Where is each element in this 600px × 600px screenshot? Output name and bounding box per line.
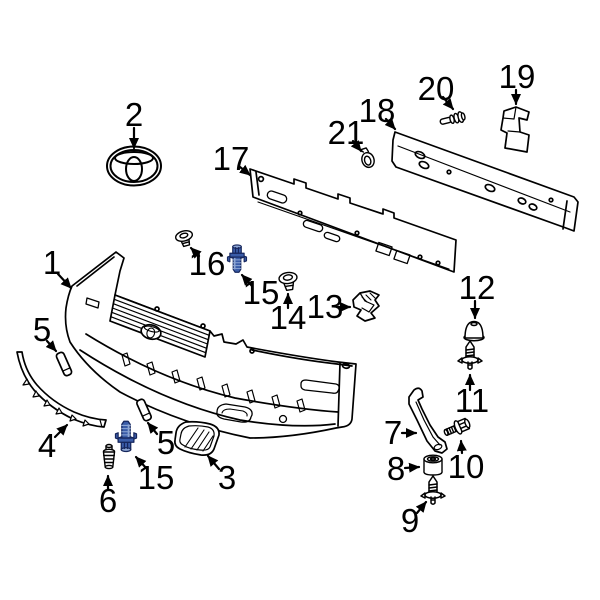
- callout-15-lower-label: 15: [138, 459, 175, 496]
- callout-6: 6: [99, 474, 117, 519]
- callout-20-arrow: [441, 95, 455, 111]
- callout-10-label: 10: [448, 448, 485, 485]
- callout-5-center: 5: [146, 421, 175, 461]
- part-13-bracket: [352, 290, 380, 322]
- part-19-bracket: [500, 106, 530, 153]
- callout-21-arrow: [350, 139, 363, 153]
- callout-19: 19: [499, 58, 536, 106]
- callout-12: 12: [459, 269, 496, 320]
- callout-2-label: 2: [125, 96, 143, 133]
- part-10-bolt: [443, 417, 471, 436]
- callout-13-label: 13: [307, 288, 344, 325]
- callout-21: 21: [328, 114, 365, 153]
- callout-15-upper-arrow: [240, 273, 254, 288]
- callout-8: 8: [387, 450, 421, 487]
- callout-14-label: 14: [270, 299, 307, 336]
- part-15-bolt-highlighted-lower: [114, 420, 138, 453]
- callout-15-lower: 15: [134, 455, 175, 496]
- callout-5-left: 5: [33, 311, 58, 353]
- callout-9-label: 9: [401, 502, 419, 539]
- callout-3-label: 3: [218, 459, 236, 496]
- part-21-clip: [359, 147, 375, 169]
- callout-15-lower-arrow: [134, 455, 149, 471]
- callout-10-arrow: [456, 439, 467, 455]
- part-11-screw: [457, 340, 483, 371]
- part-17-impact-absorber: [249, 168, 457, 273]
- part-9-screw: [420, 475, 446, 506]
- part-7-side-bracket: [408, 387, 448, 454]
- callout-3: 3: [206, 454, 236, 496]
- part-20-pin: [439, 111, 466, 125]
- callout-4-arrow: [53, 423, 69, 439]
- callout-18: 18: [359, 92, 397, 131]
- part-3-fog-lamp-cover: [174, 420, 220, 456]
- callout-7-label: 7: [384, 414, 402, 451]
- callout-8-arrow: [403, 462, 421, 473]
- callout-12-label: 12: [459, 269, 496, 306]
- callout-14: 14: [270, 292, 307, 336]
- part-16-clip: [174, 229, 194, 248]
- grille-emblem: [140, 323, 162, 341]
- part-4-air-dam: [16, 351, 107, 428]
- callout-4: 4: [38, 423, 69, 464]
- callout-17-label: 17: [213, 140, 250, 177]
- part-18-reinforcement-bar: [391, 131, 579, 232]
- part-5-pad-center: [135, 398, 153, 422]
- callout-5-left-arrow: [45, 339, 58, 353]
- callout-11-label: 11: [455, 382, 489, 419]
- callout-3-arrow: [206, 454, 221, 471]
- callout-9: 9: [401, 500, 428, 539]
- callout-6-label: 6: [99, 482, 117, 519]
- part-14-clip: [278, 271, 298, 292]
- callout-15-upper-label: 15: [243, 274, 280, 311]
- part-15-bolt-highlighted-upper: [226, 244, 248, 274]
- callout-15-upper: 15: [240, 273, 280, 311]
- callout-20: 20: [418, 70, 455, 111]
- callout-11: 11: [455, 373, 489, 419]
- callout-20-label: 20: [418, 70, 455, 107]
- callout-5-center-arrow: [146, 421, 159, 436]
- callout-13: 13: [307, 288, 352, 325]
- part-2-emblem: [106, 145, 162, 187]
- part-8-grommet: [423, 454, 443, 476]
- callout-17: 17: [213, 140, 252, 177]
- callout-7: 7: [384, 414, 418, 451]
- part-12-grommet: [463, 320, 485, 342]
- callout-16-arrow: [189, 246, 202, 259]
- part-5-pad-left: [55, 351, 73, 377]
- part-6-screw-grommet: [102, 443, 116, 470]
- callout-16: 16: [189, 245, 226, 282]
- callout-19-label: 19: [499, 58, 536, 95]
- callout-5-center-label: 5: [157, 424, 175, 461]
- callout-21-label: 21: [328, 114, 365, 151]
- callout-18-label: 18: [359, 92, 396, 129]
- callout-1-arrow: [56, 272, 73, 290]
- callout-10: 10: [448, 439, 485, 485]
- callout-16-label: 16: [189, 245, 226, 282]
- callout-18-arrow: [384, 117, 397, 131]
- callout-2: 2: [125, 96, 143, 150]
- callout-17-arrow: [238, 164, 252, 177]
- callout-9-arrow: [415, 500, 428, 515]
- callout-4-label: 4: [38, 427, 56, 464]
- callout-1: 1: [43, 244, 73, 290]
- callout-8-label: 8: [387, 450, 405, 487]
- callout-1-label: 1: [43, 244, 61, 281]
- callout-5-left-label: 5: [33, 311, 51, 348]
- part-1-bumper-cover: [64, 251, 357, 439]
